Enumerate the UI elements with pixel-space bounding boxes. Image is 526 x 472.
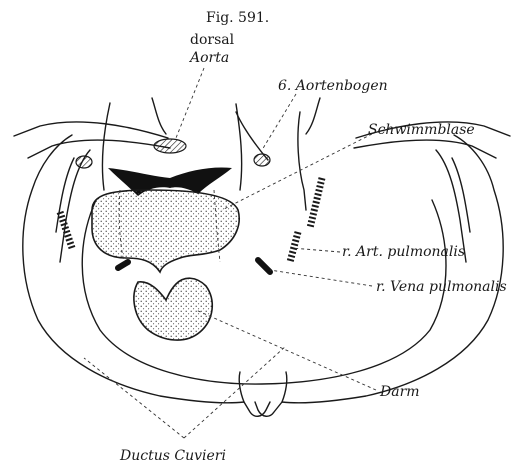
figure-number: Fig. 591. xyxy=(206,10,269,26)
label-swim-bladder: Schwimmblase xyxy=(368,122,475,138)
label-aorta: Aorta xyxy=(188,50,229,66)
orientation-label: dorsal xyxy=(190,32,235,48)
label-aortic-arch: 6. Aortenbogen xyxy=(278,78,388,94)
vessel-section-right xyxy=(254,154,270,166)
aorta-section xyxy=(154,139,186,153)
dorsal-vessel-right xyxy=(236,98,320,190)
pulmonary-vein-left xyxy=(118,262,128,268)
label-cuvier-ducts: Ductus Cuvieri xyxy=(119,448,226,464)
vessel-section-left xyxy=(76,156,92,168)
pulmonary-vein-right xyxy=(258,260,270,272)
label-gut: Darm xyxy=(379,384,420,400)
gut xyxy=(134,278,212,340)
leader-pulmonary-vein xyxy=(270,270,372,286)
leader-gut xyxy=(196,310,376,390)
label-pulmonary-artery: r. Art. pulmonalis xyxy=(342,244,465,260)
leader-aortic-arch xyxy=(262,94,296,150)
pulmonary-artery-right xyxy=(290,178,322,262)
aortic-arch-right xyxy=(354,122,510,262)
leader-cuvier-right xyxy=(184,346,286,438)
ventral-notch xyxy=(239,372,287,402)
swim-bladder xyxy=(92,190,239,272)
leader-swim-bladder xyxy=(222,134,372,210)
leader-aorta xyxy=(176,68,204,138)
label-pulmonary-vein: r. Vena pulmonalis xyxy=(376,279,507,295)
leader-pulmonary-artery xyxy=(292,248,340,252)
body-outline xyxy=(23,135,503,416)
arch-right-vertical xyxy=(236,112,306,210)
